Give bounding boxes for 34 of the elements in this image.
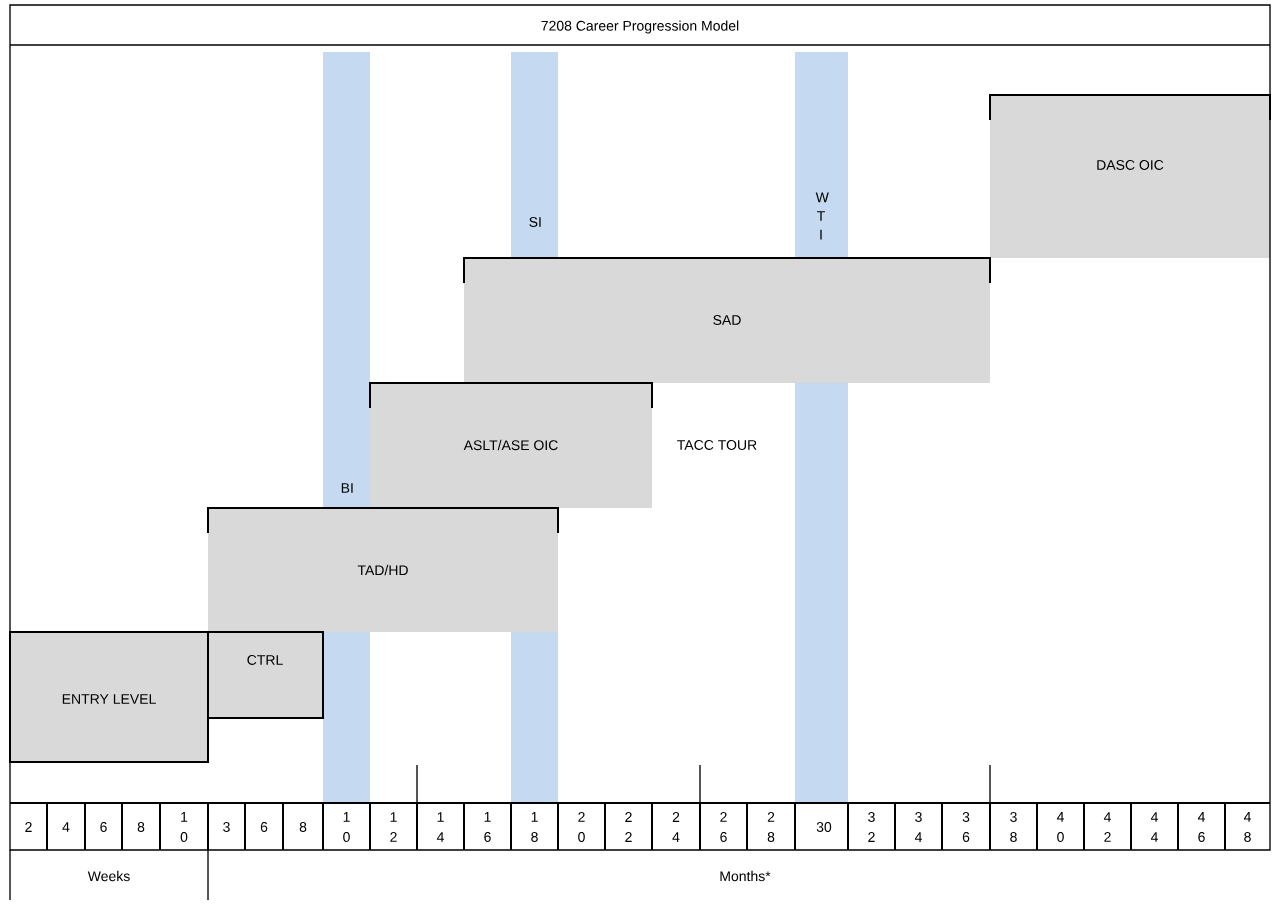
bar-box: CTRL <box>207 631 324 719</box>
title: 7208 Career Progression Model <box>541 20 739 34</box>
note: TACC TOUR <box>677 440 757 450</box>
axis-tick-label: 2 8 <box>767 812 775 842</box>
axis-tick-label: 8 <box>137 822 145 832</box>
axis-tick-label: 4 6 <box>1197 812 1205 842</box>
bar-box: ASLT/ASE OIC <box>369 382 653 508</box>
axis-tick-label: 1 4 <box>436 812 444 842</box>
axis-tick-label: 2 2 <box>625 812 632 842</box>
axis-tick-label: 2 <box>25 822 32 832</box>
axis-tick-label: 4 0 <box>1056 812 1064 842</box>
axis-tick-label: 2 0 <box>578 812 585 842</box>
axis-tick-label: 1 0 <box>180 812 188 842</box>
bar-box: SAD <box>463 257 991 383</box>
axis-tick-label: 4 8 <box>1243 812 1251 842</box>
axis-tick-label: 3 2 <box>868 812 875 842</box>
axis-tick-label: 1 6 <box>484 812 491 842</box>
axis-tick-label: 30 <box>816 822 832 832</box>
axis-tick-label: 8 <box>299 822 307 832</box>
axis-tick-label: 3 4 <box>914 812 922 842</box>
axis-tick-label: 6 <box>100 822 107 832</box>
axis-title: Weeks <box>87 870 130 882</box>
axis-tick-label: 3 <box>223 822 230 832</box>
axis-tick-label: 2 4 <box>672 812 680 842</box>
axis-tick-label: 4 4 <box>1150 812 1158 842</box>
axis-tick-label: 1 2 <box>390 812 397 842</box>
axis-tick-label: 4 2 <box>1103 812 1111 842</box>
axis-tick-label: 2 6 <box>720 812 727 842</box>
axis-tick-label: 4 <box>62 822 70 832</box>
axis-tick-label: 3 8 <box>1010 812 1017 842</box>
axis-title: Months* <box>720 870 771 882</box>
bar-box: DASC OIC <box>989 94 1271 258</box>
axis-tick-label: 6 <box>260 822 268 832</box>
axis-tick-label: 3 6 <box>962 812 970 842</box>
